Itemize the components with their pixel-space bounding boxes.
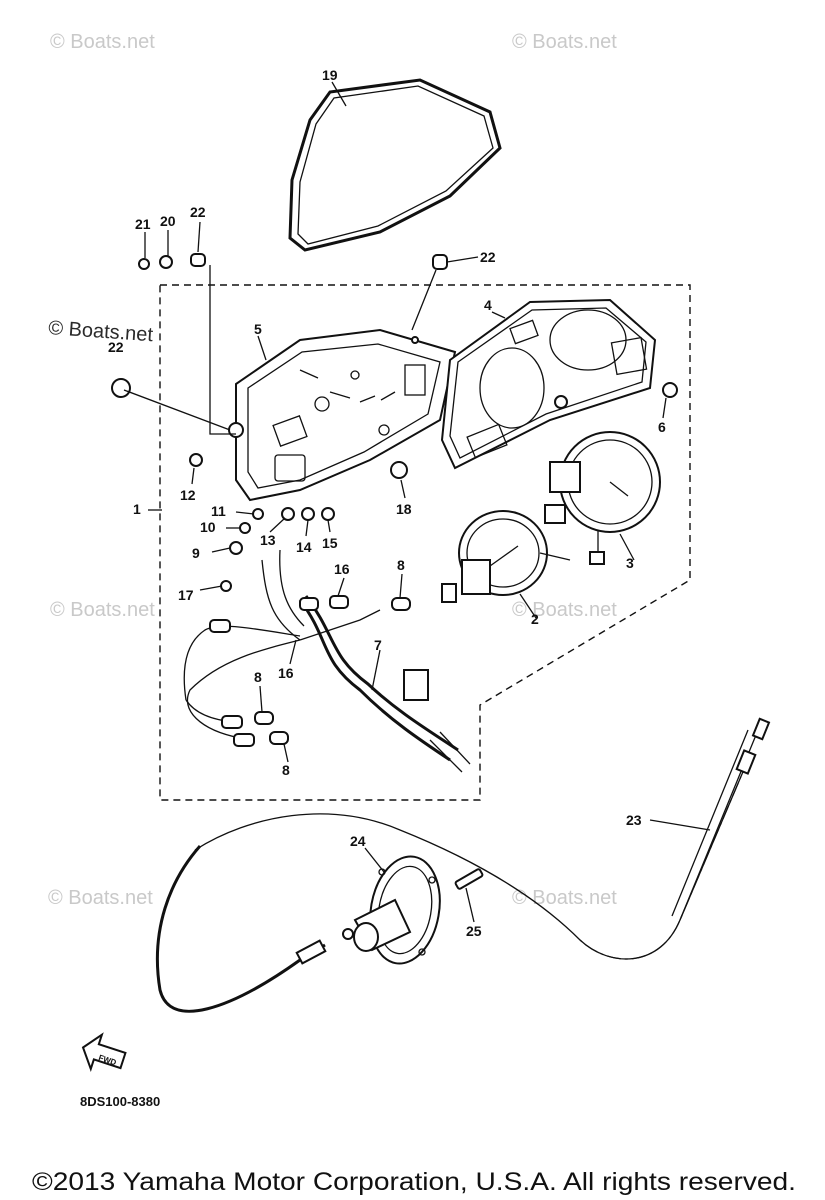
part-meter-housing-5 (235, 328, 457, 502)
callout-13: 13 (260, 532, 276, 548)
part-wire-harness-7 (183, 549, 471, 773)
callout-9: 9 (192, 545, 200, 561)
watermark-top-left: © Boats.net (50, 31, 155, 53)
callout-14: 14 (296, 539, 312, 555)
diagram-code: 8DS100-8380 (80, 1094, 160, 1109)
callout-7: 7 (374, 637, 382, 653)
watermark-lower-right: © Boats.net (512, 599, 617, 621)
callouts: 19 21 20 22 22 4 5 22 6 12 1 11 10 13 14… (108, 67, 666, 939)
part-screw-25 (454, 868, 484, 890)
leader-lines (123, 81, 711, 923)
watermark-bottom-left: © Boats.net (48, 887, 153, 909)
watermark-top-right: © Boats.net (512, 31, 617, 53)
callout-22a: 22 (190, 204, 206, 220)
bulbs-8 (254, 597, 411, 745)
assembly-boundary (159, 284, 691, 801)
callout-24: 24 (350, 833, 366, 849)
callout-22b: 22 (480, 249, 496, 265)
callout-23: 23 (626, 812, 642, 828)
callout-4: 4 (484, 297, 492, 313)
callout-8b: 8 (254, 669, 262, 685)
watermark-bottom-right: © Boats.net (512, 887, 617, 909)
callout-1: 1 (133, 501, 141, 517)
callout-19: 19 (322, 67, 338, 83)
callout-15: 15 (322, 535, 338, 551)
callout-17: 17 (178, 587, 194, 603)
callout-11: 11 (211, 503, 226, 519)
callout-18: 18 (396, 501, 412, 517)
callout-20: 20 (160, 213, 176, 229)
fwd-arrow-icon: FWD (81, 1032, 127, 1073)
sockets-16 (209, 595, 349, 747)
callout-6: 6 (658, 419, 666, 435)
part-speedometer-2 (441, 510, 571, 603)
part-gasket-19 (288, 78, 502, 252)
callout-16b: 16 (278, 665, 294, 681)
callout-2: 2 (531, 611, 539, 627)
callout-8a: 8 (397, 557, 405, 573)
copyright-text: ©2013 Yamaha Motor Corporation, U.S.A. A… (32, 1168, 796, 1196)
callout-25: 25 (466, 923, 482, 939)
part-speedometer-cable-23 (155, 717, 771, 1013)
callout-3: 3 (626, 555, 634, 571)
callout-5: 5 (254, 321, 262, 337)
callout-16a: 16 (334, 561, 350, 577)
callout-8c: 8 (282, 762, 290, 778)
callout-10: 10 (200, 519, 216, 535)
callout-21: 21 (135, 216, 151, 232)
watermark-mid-left: © Boats.net (48, 317, 155, 346)
part-tachometer-3 (544, 431, 661, 565)
part-meter-cover-4 (440, 298, 657, 470)
callout-12: 12 (180, 487, 196, 503)
part-speedometer-gear-24 (342, 855, 441, 965)
watermark-lower-left: © Boats.net (50, 599, 155, 621)
callout-22c: 22 (108, 339, 124, 355)
